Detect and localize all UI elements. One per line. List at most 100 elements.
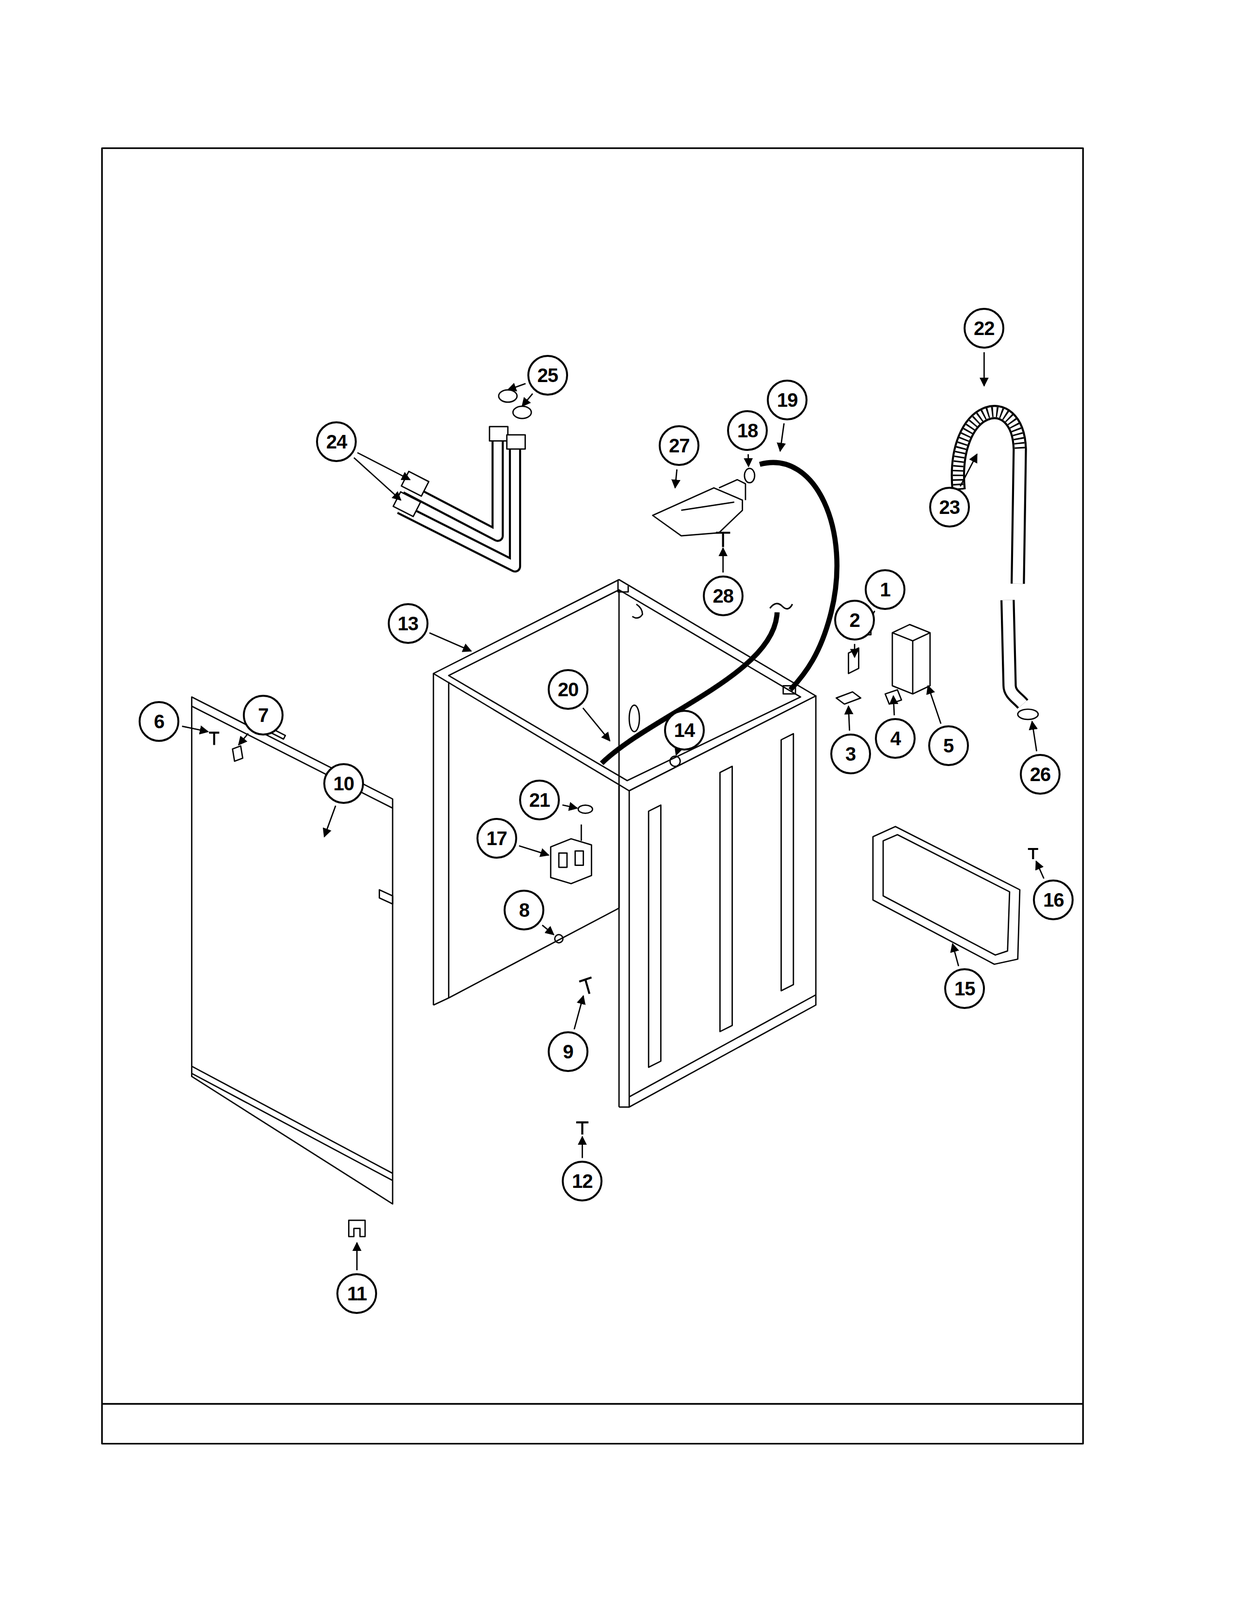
leader-arrow: [747, 454, 749, 467]
leader-arrow: [583, 707, 611, 741]
callout-circle: 5: [928, 725, 969, 766]
callout-circle: 14: [664, 709, 705, 751]
leader-arrow: [893, 695, 895, 715]
drain-hose: [957, 412, 1023, 704]
callout-circle: 15: [944, 967, 985, 1009]
leader-arrow: [1031, 721, 1037, 752]
leader-arrow: [542, 924, 555, 935]
leader-arrow: [429, 632, 472, 651]
leader-arrow: [780, 423, 785, 451]
hose-clamp: [1017, 709, 1039, 720]
callout-circle: 28: [702, 575, 744, 617]
callout-number: 5: [943, 735, 954, 756]
callout-circle: 3: [830, 733, 872, 775]
callout-circle: 9: [547, 1030, 589, 1072]
leader-arrow: [848, 705, 850, 731]
frame-band: [101, 1402, 1083, 1405]
leader-arrow: [581, 1136, 584, 1158]
callout-circle: 16: [1032, 879, 1074, 920]
callout-circle: 21: [519, 779, 560, 821]
leader-arrow: [562, 804, 578, 809]
clip: [348, 1220, 366, 1237]
callout-circle: 1: [864, 569, 906, 610]
leader-arrow: [854, 643, 856, 657]
page-frame: [101, 148, 1083, 1444]
leader-arrow: [675, 469, 678, 488]
callout-circle: 11: [336, 1272, 378, 1314]
inlet-hoses: [393, 389, 532, 567]
callout-number: 23: [939, 497, 961, 517]
leader-arrow: [722, 547, 724, 572]
fill-hose: [601, 462, 837, 763]
leader-arrow: [1036, 860, 1045, 879]
clip: [836, 691, 861, 704]
callout-circle: 13: [387, 602, 429, 644]
callout-number: 19: [776, 390, 798, 410]
leader-arrow: [676, 752, 678, 756]
callout-number: 6: [154, 711, 165, 731]
callout-number: 9: [562, 1041, 573, 1062]
callout-circle: 19: [766, 379, 808, 421]
callout-number: 20: [557, 679, 579, 699]
leader-arrow: [356, 1242, 358, 1270]
leader-arrow: [353, 457, 401, 500]
callout-number: 24: [326, 431, 348, 452]
callout-circle: 10: [323, 762, 365, 804]
callout-number: 7: [257, 705, 269, 725]
callout-circle: 22: [963, 307, 1005, 349]
callout-number: 15: [954, 978, 976, 999]
callout-number: 4: [890, 728, 901, 748]
callout-number: 13: [397, 613, 419, 634]
leader-arrow: [522, 393, 533, 407]
access-panel: [872, 826, 1020, 965]
leader-arrow: [324, 805, 336, 837]
screw: [1028, 848, 1039, 859]
callout-circle: 27: [658, 425, 700, 466]
callout-circle: 25: [527, 354, 569, 396]
front-panel: [191, 697, 393, 1205]
callout-circle: 18: [727, 410, 768, 451]
leader-arrow: [983, 351, 985, 386]
leader-arrow: [519, 845, 549, 855]
callout-number: 12: [571, 1171, 593, 1191]
callout-circle: 2: [834, 599, 875, 641]
leader-lines: [182, 351, 1045, 1270]
mixing-bracket: [652, 479, 746, 536]
callout-circle: 12: [561, 1160, 603, 1202]
cabinet: [433, 579, 816, 1108]
callout-number: 11: [347, 1283, 367, 1303]
callout-number: 14: [674, 720, 696, 740]
callout-number: 18: [737, 420, 759, 441]
plug: [669, 756, 681, 767]
leader-arrow: [952, 943, 959, 967]
leader-arrow: [928, 685, 942, 724]
callout-number: 22: [973, 318, 995, 338]
clip: [232, 745, 243, 761]
leader-arrow: [507, 383, 526, 390]
leader-arrow: [238, 733, 249, 745]
water-valve: [550, 824, 592, 884]
callout-number: 28: [712, 586, 734, 606]
callout-circle: 6: [138, 700, 180, 742]
callout-number: 3: [845, 744, 856, 764]
leader-arrow: [357, 452, 410, 480]
screw: [208, 732, 220, 745]
nut: [554, 934, 564, 943]
callout-number: 17: [486, 828, 508, 848]
screw: [715, 532, 730, 547]
callout-circle: 26: [1019, 753, 1061, 795]
leader-arrow: [960, 454, 978, 487]
cover-box: [892, 624, 931, 694]
leader-arrow: [182, 726, 209, 732]
callout-circle: 4: [874, 717, 916, 759]
callout-number: 8: [519, 900, 530, 920]
callout-circle: 24: [316, 421, 357, 462]
callout-circle: 17: [476, 817, 518, 859]
callout-number: 21: [529, 790, 551, 810]
callout-number: 10: [333, 773, 355, 793]
callout-number: 2: [849, 610, 860, 630]
callout-circle: 20: [547, 668, 589, 710]
callout-number: 16: [1043, 889, 1064, 910]
callout-number: 1: [880, 579, 891, 600]
